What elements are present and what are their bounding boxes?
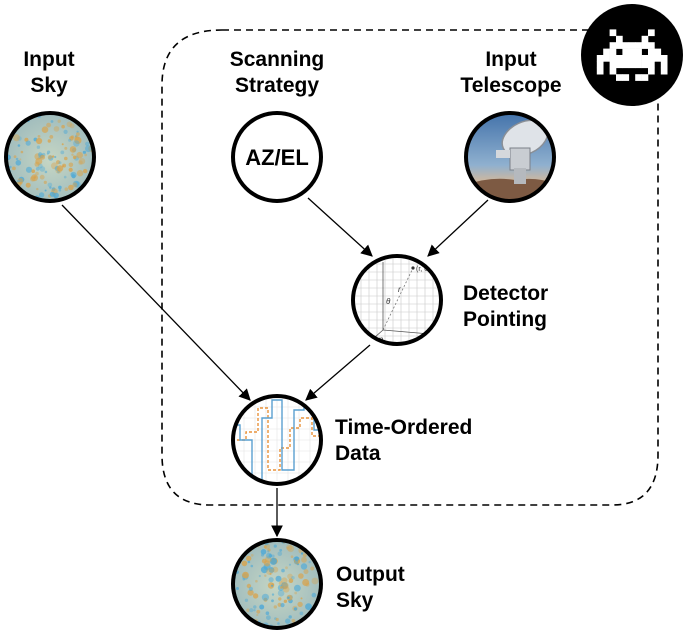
input-telescope-node	[464, 111, 556, 203]
input-telescope-label: Input Telescope	[460, 48, 562, 97]
coord-label: (r, θ	[416, 266, 428, 273]
detector-pointing-node: (r, θ θ r φ	[351, 254, 443, 346]
sky-map-icon	[233, 540, 321, 628]
input-sky-node	[4, 111, 96, 203]
telescope-boundary	[161, 29, 659, 506]
tod-series-solid	[233, 396, 321, 481]
r-label: r	[398, 285, 401, 294]
theta-label: θ	[386, 297, 391, 306]
time-ordered-data-label: Time-Ordered Data	[335, 416, 473, 465]
edge-sky-to-tod	[61, 204, 251, 401]
scanning-strategy-label: Scanning Strategy	[229, 48, 325, 97]
az-el-text: AZ/EL	[245, 145, 309, 170]
output-sky-label: Output Sky	[336, 563, 405, 612]
scanning-strategy-node: AZ/EL	[231, 111, 323, 203]
time-ordered-data-node	[231, 394, 323, 486]
space-invader-badge	[581, 4, 683, 106]
detector-pointing-label: Detector Pointing	[463, 282, 549, 331]
telescope-photo-icon	[466, 113, 554, 201]
edge-scan-to-detector	[307, 197, 373, 257]
tod-series-dashed	[233, 407, 321, 471]
space-invader-icon	[596, 29, 668, 81]
sky-map-icon	[6, 113, 94, 201]
edge-telescope-to-detector	[427, 199, 489, 257]
output-sky-node	[231, 538, 323, 630]
input-sky-label: Input Sky	[23, 48, 75, 97]
edge-detector-to-tod	[305, 344, 371, 401]
